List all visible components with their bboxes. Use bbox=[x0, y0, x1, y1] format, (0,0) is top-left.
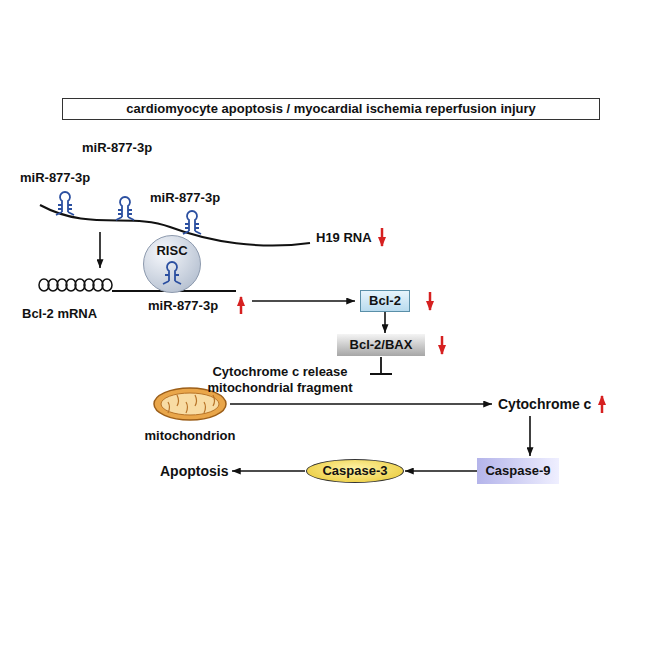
mirna-hairpin bbox=[116, 197, 134, 220]
title-box: cardiomyocyte apoptosis / myocardial isc… bbox=[62, 98, 600, 120]
crista bbox=[168, 402, 170, 413]
red-up-arrow bbox=[240, 297, 243, 314]
crista bbox=[195, 395, 197, 406]
mirna-hairpin bbox=[163, 262, 181, 284]
flow-arrow bbox=[232, 470, 305, 472]
pathway-label: Apoptosis bbox=[160, 463, 228, 480]
pathway-label: miR-877-3p bbox=[20, 170, 90, 186]
node-text: Caspase-9 bbox=[485, 463, 550, 479]
protein-box: Bcl-2 bbox=[360, 290, 410, 312]
flow-connector bbox=[405, 470, 477, 472]
pathway-label: Cytochrome c release mitochondrial fragm… bbox=[200, 364, 360, 396]
crista bbox=[186, 402, 188, 413]
caspase-box: Caspase-9 bbox=[477, 458, 559, 484]
mrna-coil bbox=[39, 279, 112, 291]
title-text: cardiomyocyte apoptosis / myocardial isc… bbox=[126, 101, 536, 117]
crista bbox=[204, 402, 206, 413]
coil-turn bbox=[102, 279, 112, 291]
red-up-arrow bbox=[601, 396, 604, 413]
pathway-label: Cytochrome c bbox=[498, 396, 591, 413]
inhibition-line bbox=[370, 357, 392, 374]
crista bbox=[177, 395, 179, 406]
pathway-label: miR-877-3p bbox=[148, 298, 218, 314]
node-text: Caspase-3 bbox=[322, 463, 387, 479]
red-down-arrow bbox=[381, 228, 384, 246]
cristae bbox=[168, 395, 215, 413]
risc-complex: RISC bbox=[143, 235, 201, 293]
mirna-hairpin bbox=[56, 192, 74, 215]
mirna-hairpin bbox=[183, 211, 201, 234]
flow-arrow bbox=[230, 403, 492, 405]
inner-membrane bbox=[161, 393, 219, 415]
flow-arrow bbox=[99, 232, 101, 268]
red-down-arrow bbox=[441, 336, 444, 354]
flow-arrow bbox=[529, 416, 531, 456]
node-text: Bcl-2/BAX bbox=[350, 337, 413, 353]
pathway-label: H19 RNA bbox=[316, 230, 372, 246]
node-text: Bcl-2 bbox=[369, 293, 401, 309]
flow-arrow bbox=[252, 300, 355, 302]
pathway-label: miR-877-3p bbox=[150, 190, 220, 206]
red-down-arrow bbox=[429, 292, 432, 310]
pathway-label: Bcl-2 mRNA bbox=[22, 306, 97, 322]
node-text: RISC bbox=[156, 243, 187, 259]
flow-connector bbox=[384, 312, 386, 333]
pathway-label: miR-877-3p bbox=[82, 140, 152, 156]
crista bbox=[213, 395, 215, 406]
caspase-ellipse: Caspase-3 bbox=[306, 459, 404, 483]
ratio-box: Bcl-2/BAX bbox=[337, 334, 425, 356]
node-text: mitochondrion bbox=[145, 428, 236, 444]
